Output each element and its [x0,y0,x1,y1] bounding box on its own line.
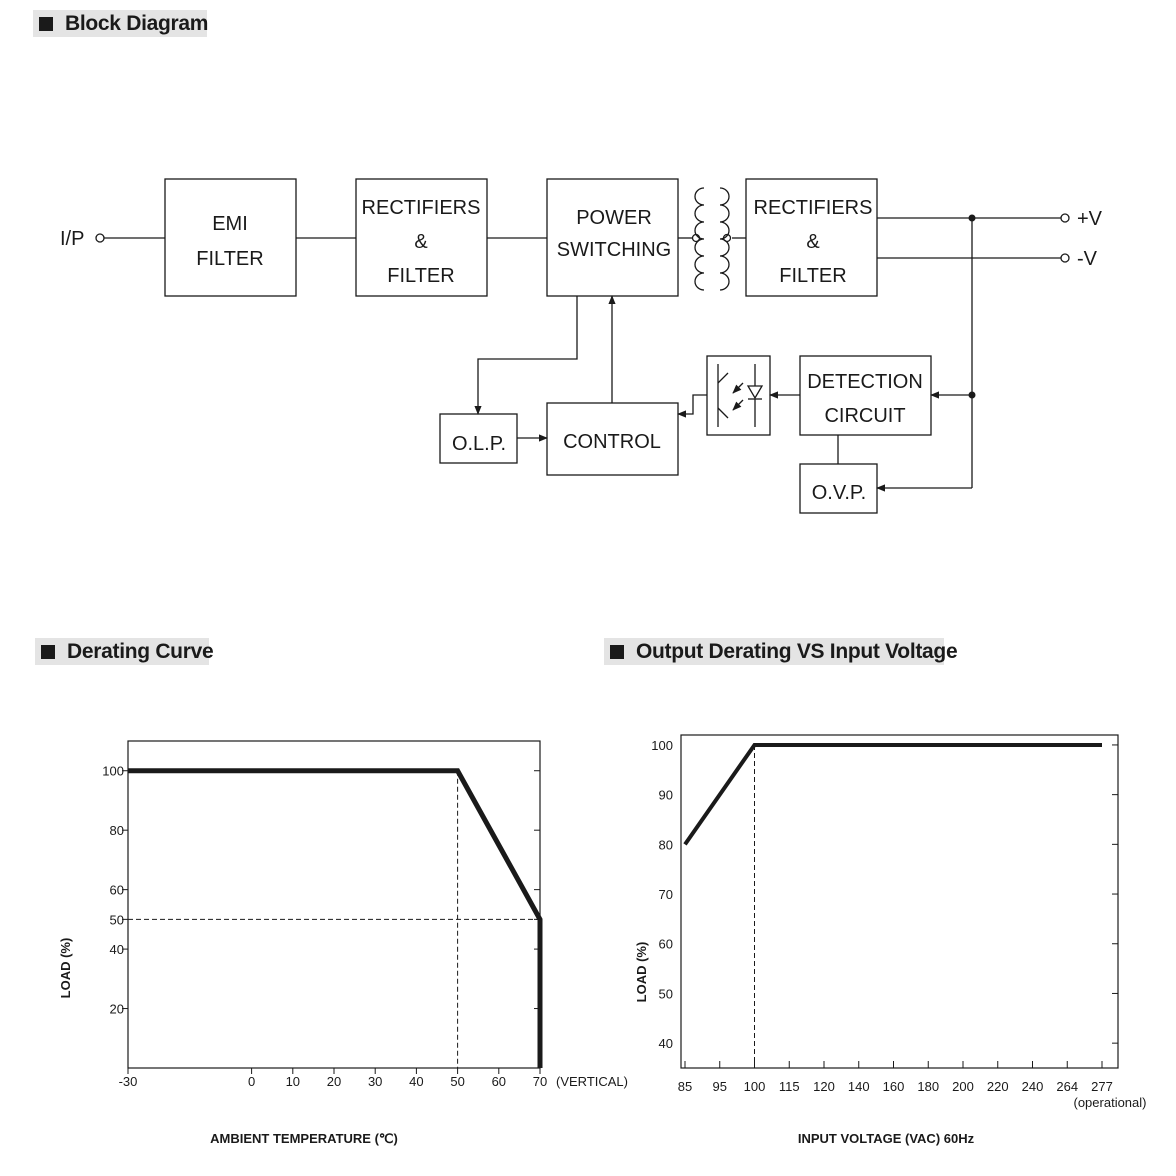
optocoupler-icon [717,364,764,427]
x-tick-label: 85 [678,1079,692,1094]
output-derating-header: Output Derating VS Input Voltage [604,638,958,665]
x-tick-label: 277 [1091,1079,1113,1094]
x-tick-label: 10 [286,1074,300,1089]
emi-filter-box [164,178,297,297]
x-tick-label: 220 [987,1079,1009,1094]
y-axis-label: LOAD (%) [58,938,73,999]
x-tick-label: 30 [368,1074,382,1089]
y-tick-label: 80 [659,837,673,852]
plot-frame [127,740,541,1069]
x-tick-label: 40 [409,1074,423,1089]
optocoupler-box [706,355,771,436]
derating-series-line [683,742,1102,846]
x-tick-label: 264 [1056,1079,1078,1094]
emi-filter-label-2: FILTER [196,248,263,270]
x-tick-label: 95 [713,1079,727,1094]
y-tick-label: 60 [659,937,673,952]
x-tick-note: (VERTICAL) [556,1074,628,1089]
rectifiers-label-2: & [414,231,428,253]
power-switching-label-2: SWITCHING [557,239,671,261]
derating-curve-title: Derating Curve [67,639,214,663]
output-negative-label: -V [1077,248,1098,270]
emi-filter-label-1: EMI [212,213,248,235]
wire [474,296,578,415]
bullet-square-icon [610,644,624,659]
block-diagram-header: Block Diagram [33,10,209,37]
x-tick-label: 120 [813,1079,835,1094]
rectifiers-label-3: FILTER [387,265,454,287]
detection-label-2: CIRCUIT [824,405,905,427]
x-tick-label: 0 [248,1074,255,1089]
y-tick-label: 40 [659,1036,673,1051]
y-tick-label: 20 [110,1002,124,1017]
derating-curve-header: Derating Curve [35,638,214,665]
block-diagram-title: Block Diagram [65,11,209,35]
output-rectifiers-label-3: FILTER [779,265,846,287]
x-axis-label: AMBIENT TEMPERATURE (℃) [210,1131,398,1146]
output-derating-title: Output Derating VS Input Voltage [636,639,958,663]
control-label: CONTROL [563,431,661,453]
y-tick-label: 100 [651,738,673,753]
x-tick-label: 240 [1022,1079,1044,1094]
y-tick-label: 50 [659,986,673,1001]
x-tick-label: 160 [883,1079,905,1094]
x-axis-label: INPUT VOLTAGE (VAC) 60Hz [798,1131,975,1146]
y-tick-label: 40 [110,942,124,957]
wire [677,394,707,418]
x-tick-label: 60 [492,1074,506,1089]
output-negative-terminal [1060,253,1070,263]
x-tick-label: 200 [952,1079,974,1094]
rectifiers-label-1: RECTIFIERS [362,197,481,219]
transformer-icon [691,187,732,291]
x-tick-label: -30 [119,1074,138,1089]
detection-label-1: DETECTION [807,371,923,393]
derating-series-line [128,768,543,1068]
y-tick-label: 50 [110,912,124,927]
y-tick-label: 90 [659,788,673,803]
x-tick-label: 70 [533,1074,547,1089]
x-tick-label: 140 [848,1079,870,1094]
power-switching-label-1: POWER [576,207,652,229]
x-tick-label: 180 [917,1079,939,1094]
x-tick-label: 100 [744,1079,766,1094]
input-terminal [95,233,105,243]
output-positive-label: +V [1077,208,1103,230]
bullet-square-icon [41,644,55,659]
y-tick-label: 80 [110,823,124,838]
y-tick-label: 60 [110,883,124,898]
output-rectifiers-label-2: & [806,231,820,253]
x-tick-note: (operational) [1074,1095,1147,1110]
x-tick-label: 115 [779,1079,800,1094]
output-rectifiers-label-1: RECTIFIERS [754,197,873,219]
bullet-square-icon [39,16,53,31]
output-positive-terminal [1060,213,1070,223]
olp-label: O.L.P. [452,433,506,455]
ovp-label: O.V.P. [812,482,867,504]
power-switching-box [546,178,679,297]
plot-frame [680,734,1119,1069]
x-tick-label: 50 [450,1074,464,1089]
input-label: I/P [60,228,84,250]
y-axis-label: LOAD (%) [634,942,649,1003]
junction-dot [968,391,976,399]
y-tick-label: 100 [102,764,124,779]
block-diagram: I/P +V -V EMI FILTER RECTIFIERS & FILTER… [60,178,1103,514]
junction-dot [968,214,976,222]
y-tick-label: 70 [659,887,673,902]
x-tick-label: 20 [327,1074,341,1089]
